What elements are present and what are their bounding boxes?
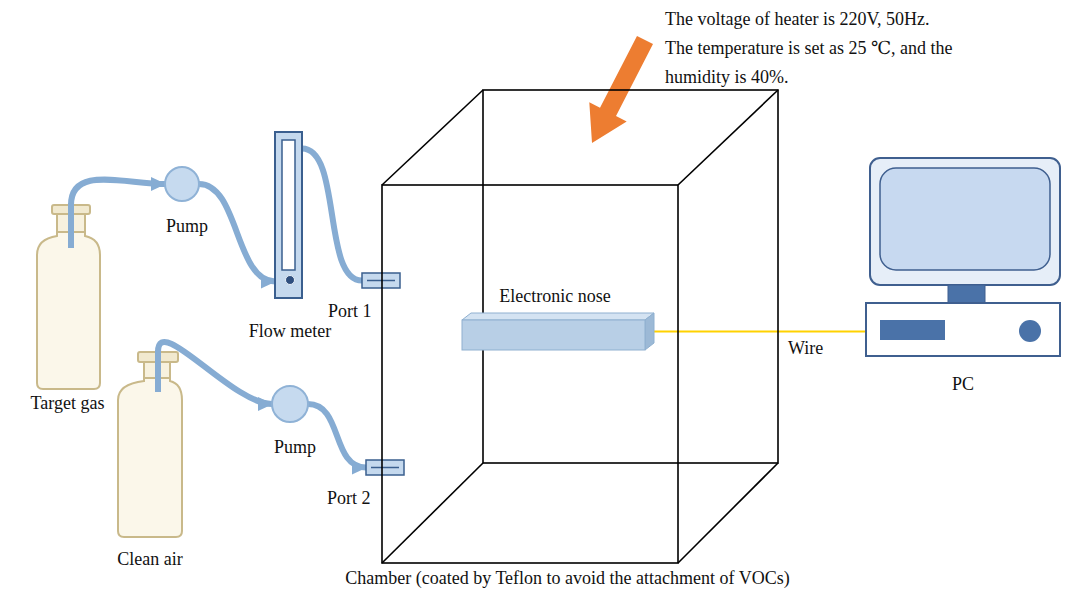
node-label: Chamber (coated by Teflon to avoid the a…	[300, 567, 835, 589]
connector-anchor	[362, 273, 400, 288]
flow-meter-tube	[282, 140, 295, 270]
connector-anchor	[52, 205, 90, 214]
drive-slot	[880, 320, 945, 340]
pump: Pump	[158, 163, 216, 238]
node-label: Electronic nose	[455, 285, 655, 307]
gas-cylinder	[37, 232, 100, 389]
gas-cylinder: Target gas	[10, 203, 125, 418]
node-label: Pump	[158, 215, 216, 237]
port: Port 1	[326, 270, 404, 322]
inlet-tube	[68, 203, 74, 248]
node-label: Pump	[266, 436, 324, 458]
connector-anchor	[138, 352, 178, 362]
gas-tube	[199, 184, 275, 281]
edge-label: Wire	[786, 337, 825, 359]
nose-side-face	[645, 313, 654, 350]
node-label: Clean air	[105, 548, 195, 570]
chamber-edge	[678, 463, 778, 563]
monitor-frame	[870, 158, 1060, 285]
note-text: The voltage of heater is 220V, 50Hz.	[665, 5, 1045, 34]
chamber-front-face	[382, 185, 678, 563]
chamber-edge	[382, 463, 483, 563]
gas-cylinder-shape	[10, 203, 125, 418]
gas-cylinder-shape	[105, 350, 195, 575]
electronic-nose: Electronic nose	[455, 283, 655, 355]
port-fitting	[362, 273, 400, 288]
nose-front-face	[462, 320, 645, 350]
node-label: Flow meter	[240, 320, 340, 342]
signal-wire	[654, 330, 866, 332]
pc-case	[866, 303, 1060, 356]
connector-anchor	[272, 386, 308, 422]
computer: PC	[862, 155, 1064, 395]
note-text: The temperature is set as 25 ℃, and the …	[665, 34, 985, 92]
flow-meter-shape	[240, 128, 340, 342]
connector-anchor	[366, 460, 404, 475]
chamber-edge	[382, 90, 483, 185]
monitor-stand	[948, 285, 985, 303]
port: Port 2	[326, 457, 406, 509]
pump-symbol	[165, 167, 199, 201]
gas-tube	[308, 404, 366, 468]
connector-anchor	[275, 132, 302, 298]
connector-anchor	[462, 313, 654, 350]
port-slot	[367, 280, 395, 282]
chamber-back-face	[483, 90, 778, 463]
node-label: PC	[862, 373, 1064, 395]
node-label: Target gas	[10, 392, 125, 414]
flow-meter-body	[275, 132, 302, 298]
port-slot	[371, 467, 399, 469]
node-label: Port 1	[328, 300, 372, 322]
connector-anchor	[165, 167, 199, 201]
pump-symbol	[272, 386, 308, 422]
pump: Pump	[266, 384, 324, 459]
computer-shape	[862, 155, 1064, 395]
port-fitting	[366, 460, 404, 475]
chamber-outline	[382, 90, 778, 563]
gas-cylinder	[118, 378, 182, 537]
monitor-screen	[880, 168, 1050, 270]
gas-tube	[71, 179, 165, 205]
nose-top-face	[462, 313, 654, 320]
gas-cylinder: Clean air	[105, 350, 195, 575]
power-button	[1019, 320, 1041, 342]
inlet-tube	[155, 350, 161, 392]
chamber-edge	[678, 90, 778, 185]
node-label: Port 2	[327, 487, 371, 509]
flow-meter-dot	[286, 276, 295, 285]
flow-meter: Flow meter	[240, 128, 340, 342]
test-chamber: Chamber (coated by Teflon to avoid the a…	[300, 86, 835, 591]
connector-anchor	[866, 303, 1060, 356]
gas-tube	[302, 149, 362, 281]
